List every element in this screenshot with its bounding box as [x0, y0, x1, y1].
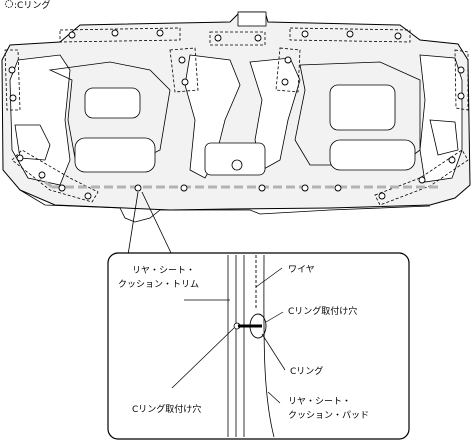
- c-ring-detail: [249, 313, 267, 339]
- c-ring: [457, 66, 465, 74]
- c-ring: [181, 78, 189, 86]
- leader-c-ring: [261, 333, 286, 371]
- c-ring-dash-top-right: [289, 27, 411, 43]
- c-ring: [58, 184, 66, 192]
- c-ring: [68, 31, 76, 39]
- c-ring: [8, 66, 16, 74]
- legend: :Cリング: [5, 0, 50, 11]
- center-channel-right: [249, 57, 301, 171]
- label-pad-line1: リヤ・シート・: [288, 397, 351, 407]
- c-rings: [8, 29, 465, 200]
- center-block: [204, 142, 266, 176]
- c-ring-dash-center-left: [169, 47, 199, 93]
- legend-text: :Cリング: [14, 0, 50, 11]
- c-ring-dash-center-right: [275, 47, 301, 93]
- c-ring: [180, 184, 188, 192]
- c-ring: [16, 154, 24, 162]
- c-ring: [394, 32, 402, 40]
- c-ring: [346, 30, 354, 38]
- c-ring: [334, 184, 342, 192]
- center-bolt: [231, 159, 243, 171]
- c-ring-legend-icon: [5, 0, 13, 8]
- c-ring: [418, 176, 426, 184]
- c-ring: [214, 34, 222, 42]
- c-ring: [9, 94, 17, 102]
- wire-left-hook: [39, 176, 53, 189]
- center-tab: [237, 11, 267, 27]
- c-ring: [84, 192, 92, 200]
- label-hole-left: Cリング取付け穴: [132, 403, 201, 415]
- c-ring-dash-left-side: [4, 49, 21, 111]
- leader-hole-right: [265, 311, 284, 323]
- left-seat-pad-upper: [84, 87, 141, 119]
- c-ring: [258, 184, 266, 192]
- label-c-ring: Cリング: [290, 365, 323, 377]
- seat-cushion-top-view: [1, 11, 471, 223]
- zoom-leader-left: [127, 191, 139, 256]
- c-ring: [178, 56, 186, 64]
- zoom-leader-right: [141, 191, 173, 256]
- label-wire: ワイヤ: [288, 265, 315, 275]
- leader-hole-left: [171, 327, 235, 389]
- seat-front-edge: [19, 189, 431, 223]
- c-ring-dash-right-diag: [374, 149, 469, 206]
- label-pad-line2: クッション・パッド: [288, 410, 369, 421]
- detail-callout: リヤ・シート・ クッション・トリム ワイヤ Cリング取付け穴 Cリング Cリング…: [107, 252, 410, 440]
- c-ring-dash-top-left: [59, 27, 181, 43]
- c-ring: [38, 171, 46, 179]
- c-ring: [134, 184, 142, 192]
- leader-pad: [267, 391, 281, 404]
- c-ring-dash-center-top: [209, 31, 266, 46]
- c-ring: [301, 184, 309, 192]
- c-ring: [254, 34, 262, 42]
- label-hole-right: Cリング取付け穴: [288, 305, 357, 317]
- c-ring: [111, 29, 119, 37]
- right-seat-pad-upper: [329, 84, 396, 131]
- detail-frame: [107, 252, 410, 440]
- right-seat-pad-lower: [329, 139, 416, 171]
- c-ring: [457, 92, 465, 100]
- c-ring-dash-right-side: [454, 49, 469, 111]
- c-ring-dash-left-diag: [11, 149, 99, 203]
- c-ring: [284, 56, 292, 64]
- left-seat-pad-lower: [74, 137, 156, 173]
- right-pocket: [429, 119, 459, 156]
- c-ring: [301, 30, 309, 38]
- leader-wire: [255, 267, 283, 288]
- label-trim-line1: リヤ・シート・: [132, 266, 195, 276]
- c-ring: [281, 78, 289, 86]
- c-ring: [378, 192, 386, 200]
- c-ring: [448, 156, 456, 164]
- c-ring: [156, 29, 164, 37]
- label-trim-line2: クッション・トリム: [118, 279, 199, 290]
